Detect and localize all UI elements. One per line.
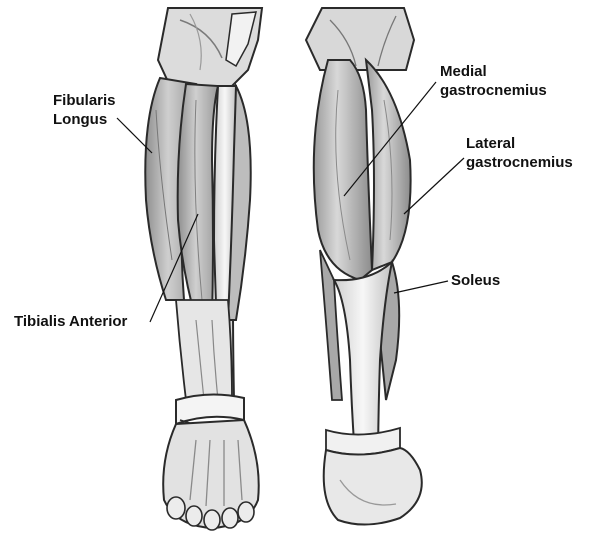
label-lateral-line1: Lateral: [466, 134, 573, 153]
lateral-gastrocnemius-leader: [404, 158, 464, 214]
label-medial-gastrocnemius: Medial gastrocnemius: [440, 62, 547, 100]
label-medial-line1: Medial: [440, 62, 547, 81]
soleus-leader: [394, 281, 448, 293]
ankle-bands: [176, 394, 244, 424]
back-leg: [306, 8, 422, 525]
lateral-gastrocnemius-muscle: [366, 60, 411, 270]
back-knee: [306, 8, 414, 70]
label-soleus-text: Soleus: [451, 271, 500, 290]
medial-gastrocnemius-muscle: [314, 60, 372, 280]
label-lateral-line2: gastrocnemius: [466, 153, 573, 172]
heel: [324, 448, 422, 525]
label-tibialis-text: Tibialis Anterior: [14, 312, 127, 331]
label-lateral-gastrocnemius: Lateral gastrocnemius: [466, 134, 573, 172]
label-tibialis-anterior: Tibialis Anterior: [14, 312, 127, 331]
label-fibularis-line2: Longus: [53, 110, 116, 129]
front-leg: [145, 8, 262, 530]
label-medial-line2: gastrocnemius: [440, 81, 547, 100]
label-fibularis-line1: Fibularis: [53, 91, 116, 110]
label-soleus: Soleus: [451, 271, 500, 290]
label-fibularis-longus: Fibularis Longus: [53, 91, 116, 129]
